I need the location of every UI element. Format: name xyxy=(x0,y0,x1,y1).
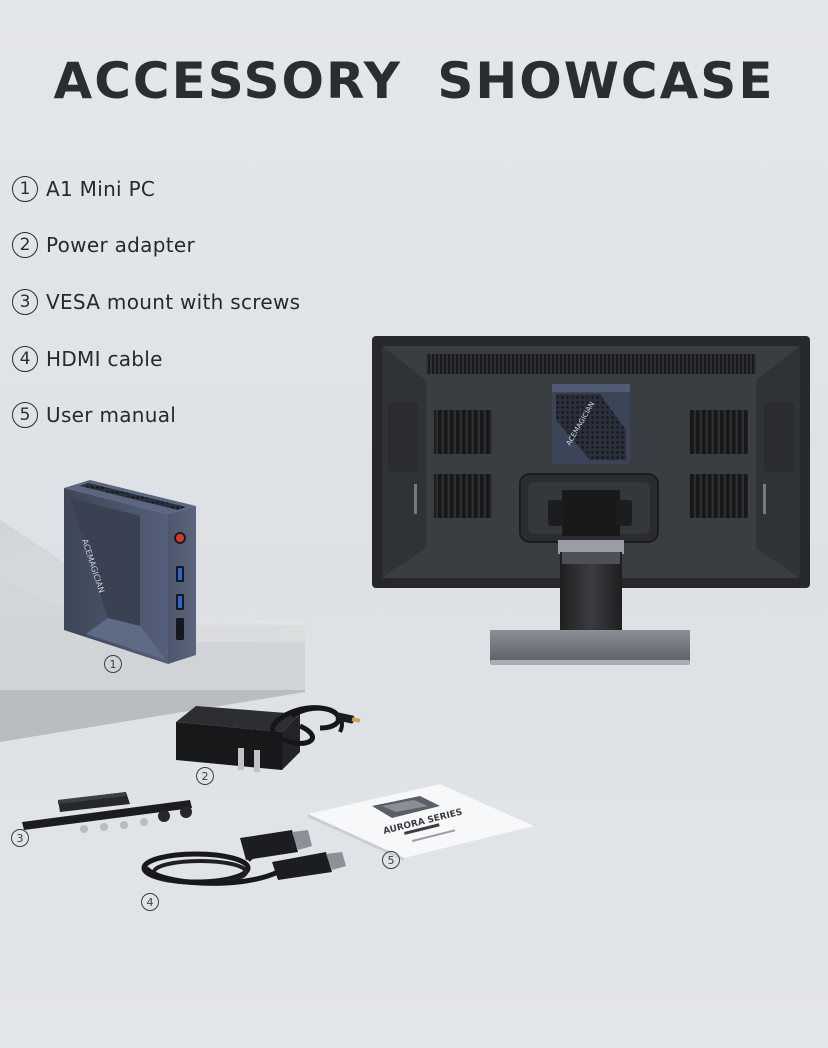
item-label: VESA mount with screws xyxy=(46,290,301,314)
mini-pc: ACEMAGICIAN xyxy=(64,480,196,664)
item-label: User manual xyxy=(46,403,177,427)
monitor: ACEMAGICIAN xyxy=(372,336,810,665)
list-item: 2 Power adapter xyxy=(12,228,195,262)
list-item: 1 A1 Mini PC xyxy=(12,172,155,206)
callout-4: 4 xyxy=(141,893,159,911)
item-label: A1 Mini PC xyxy=(46,177,156,201)
item-number-badge: 5 xyxy=(12,402,38,428)
callout-2: 2 xyxy=(196,767,214,785)
item-number-badge: 1 xyxy=(12,176,38,202)
item-label: HDMI cable xyxy=(46,347,163,371)
item-label: Power adapter xyxy=(46,233,195,257)
callout-3: 3 xyxy=(11,829,29,847)
item-number-badge: 2 xyxy=(12,232,38,258)
item-number-badge: 3 xyxy=(12,289,38,315)
callout-5: 5 xyxy=(382,851,400,869)
callout-1: 1 xyxy=(104,655,122,673)
power-adapter xyxy=(176,705,361,772)
list-item: 4 HDMI cable xyxy=(12,342,163,376)
hdmi-cable xyxy=(141,830,346,886)
item-number-badge: 4 xyxy=(12,346,38,372)
page-title: ACCESSORY SHOWCASE xyxy=(53,52,775,110)
user-manual: AURORA SERIES xyxy=(308,784,534,861)
list-item: 3 VESA mount with screws xyxy=(12,285,300,319)
list-item: 5 User manual xyxy=(12,398,176,432)
vesa-mount xyxy=(22,792,192,833)
